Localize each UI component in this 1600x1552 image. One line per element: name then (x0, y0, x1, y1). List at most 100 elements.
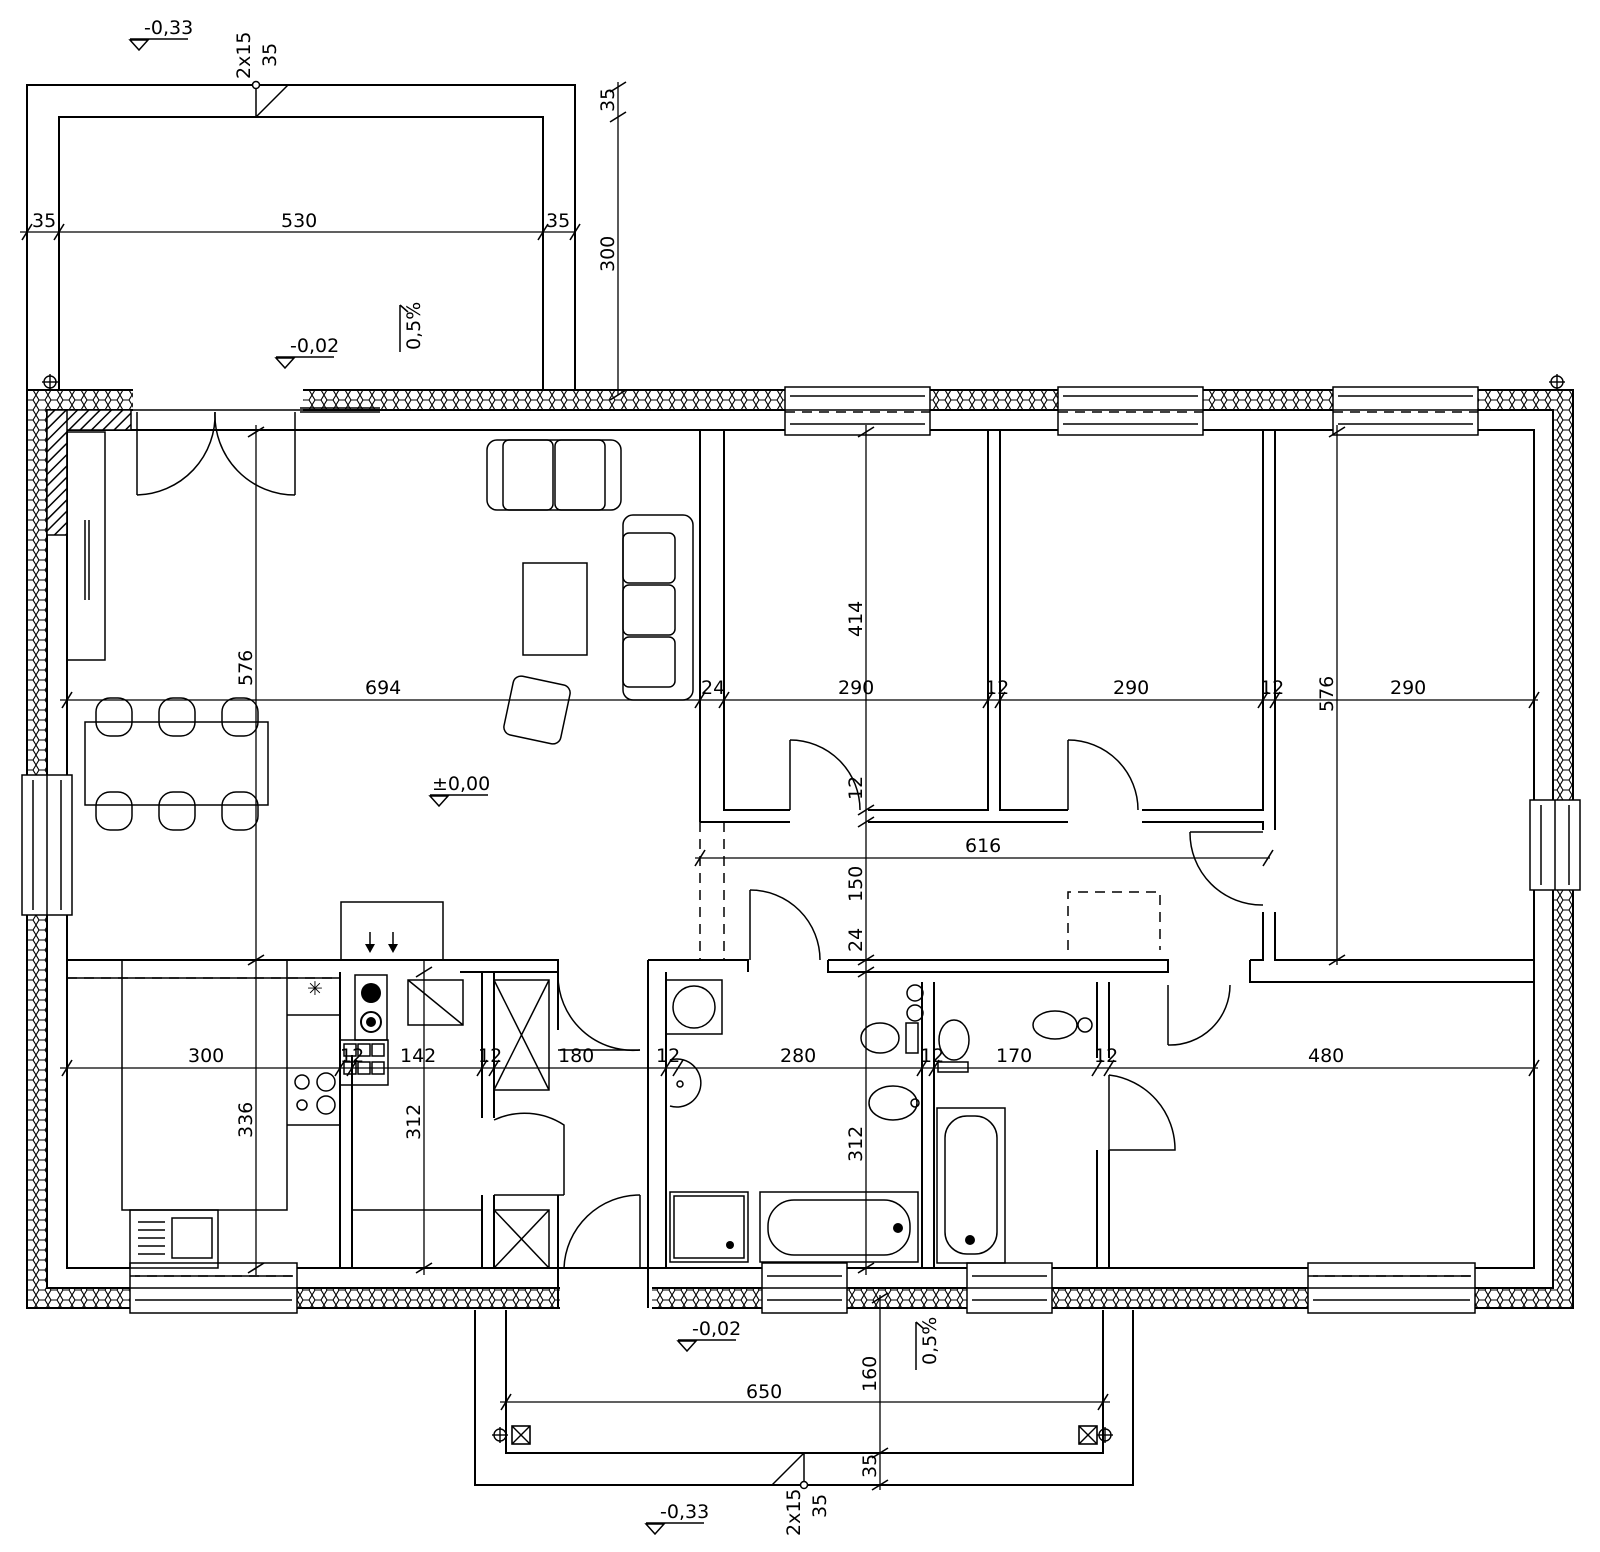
step-bottom: 2x15 35 (783, 1488, 831, 1536)
dim-pantry-depth-312: 312 (403, 1104, 425, 1140)
column-left (511, 1425, 531, 1445)
dim-pantry-12: 12 (340, 1045, 364, 1067)
washbasin (669, 1058, 702, 1108)
washbasin-2 (1032, 1010, 1093, 1040)
door-boiler (563, 1194, 641, 1269)
dim-room-a: 290 (838, 677, 874, 699)
chimney-arrows (340, 901, 444, 961)
furniture: ✳ (84, 439, 1093, 1269)
dim-hall-616: 616 (965, 835, 1001, 857)
dim-wc-170: 170 (996, 1045, 1032, 1067)
window-bottom-1 (129, 1262, 298, 1314)
dim-porch-bottom-edge: 35 (859, 1454, 881, 1478)
slope-bottom: 0,5% (915, 1317, 941, 1370)
dim-bath-depth-312: 312 (845, 1126, 867, 1162)
dim-partition-12a: 12 (985, 677, 1009, 699)
bathtub-2 (936, 1107, 1006, 1264)
windows (21, 386, 1581, 1314)
dim-kitchen-300: 300 (188, 1045, 224, 1067)
toilet-1 (860, 1022, 919, 1054)
door-bedroom-2 (1067, 739, 1139, 811)
dim-right-depth-576: 576 (1316, 676, 1338, 712)
level-bottom-terrain-text: -0,33 (660, 1501, 709, 1523)
level-triangle-icon (274, 357, 296, 370)
dim-porch-top-span: 530 (281, 210, 317, 232)
dim-porch-top-left-wall: 35 (32, 210, 56, 232)
coffee-table (522, 562, 588, 656)
step-top-depth: 35 (259, 43, 281, 67)
level-top-porch-text: -0,02 (290, 335, 339, 357)
dim-porch-bottom-span: 650 (746, 1381, 782, 1403)
slope-top: 0,5% (399, 302, 425, 352)
toilet-2 (906, 984, 970, 1073)
bidet (868, 1085, 920, 1121)
cooktop (294, 1072, 336, 1115)
dim-stair-180: 180 (558, 1045, 594, 1067)
step-top-size: 2x15 (233, 31, 255, 79)
window-bottom-2 (761, 1262, 848, 1314)
step-top: 2x15 35 (233, 31, 281, 79)
level-triangle-icon (644, 1523, 666, 1536)
dim-room-c: 290 (1390, 677, 1426, 699)
door-bedroom-1 (789, 739, 861, 811)
level-bottom-porch-text: -0,02 (692, 1318, 741, 1340)
dashed-guides (67, 411, 1478, 1277)
dining-table (84, 697, 269, 831)
step-marker-icon (799, 1480, 809, 1490)
entrance-double-door (136, 411, 296, 496)
dim-porch-bottom-depth: 160 (859, 1356, 881, 1392)
level-floor: ±0,00 (428, 773, 490, 808)
interior-walls (46, 409, 1534, 1288)
sofa-side (622, 514, 694, 701)
shower (669, 1191, 749, 1263)
dim-hall-depth-150: 150 (845, 866, 867, 902)
axis-crosshair-icon (1549, 374, 1565, 390)
level-top-terrain: -0,33 (128, 17, 193, 52)
dim-bedroom-depth: 414 (845, 601, 867, 637)
dim-porch-top-edge: 35 (597, 88, 619, 112)
level-markers: -0,33 -0,02 ±0,00 -0,02 -0,33 0,5% (128, 17, 941, 1536)
doors (136, 411, 1264, 1269)
column-right (1078, 1425, 1098, 1445)
dim-wc-12: 12 (920, 1045, 944, 1067)
level-floor-text: ±0,00 (432, 773, 490, 795)
window-top-3 (1332, 386, 1479, 436)
dim-pantry-142: 142 (400, 1045, 436, 1067)
dim-porch-top-depth: 300 (597, 236, 619, 272)
washing-machine (665, 979, 723, 1035)
dim-stair-12: 12 (478, 1045, 502, 1067)
window-top-2 (1057, 386, 1204, 436)
exterior-wall (26, 389, 1574, 1310)
storage-box-2 (493, 1209, 550, 1269)
slope-top-text: 0,5% (403, 302, 425, 350)
level-bottom-terrain: -0,33 (644, 1501, 709, 1536)
door-bath (749, 889, 821, 961)
dim-partition-24: 24 (701, 677, 725, 699)
dim-porch-top-right-wall: 35 (546, 210, 570, 232)
storage-box-1 (493, 979, 550, 1091)
level-triangle-icon (128, 39, 150, 52)
door-wc (1167, 984, 1231, 1046)
level-triangle-icon (676, 1340, 698, 1353)
sofa (486, 439, 622, 511)
window-right (1529, 799, 1581, 891)
door-bedroom-4 (1108, 1074, 1176, 1151)
armchair (503, 675, 571, 745)
window-left (21, 774, 73, 916)
axis-crosshair-icon (42, 374, 58, 390)
dim-bath-12: 12 (656, 1045, 680, 1067)
dim-bed-12: 12 (1094, 1045, 1118, 1067)
level-bottom-porch: -0,02 (676, 1318, 741, 1353)
light-star-icon: ✳ (307, 978, 323, 1000)
axis-crosshair-icon (492, 1427, 508, 1443)
step-bottom-size: 2x15 (783, 1488, 805, 1536)
dim-partition-24-vertical: 24 (845, 928, 867, 952)
level-triangle-icon (428, 795, 450, 808)
dimension-lines (20, 81, 1565, 1491)
porch-bottom (474, 1310, 1134, 1490)
dim-bath-280: 280 (780, 1045, 816, 1067)
dim-living-depth: 576 (235, 650, 257, 686)
door-bedroom-3 (1189, 831, 1264, 906)
dim-kitchen-depth-336: 336 (235, 1102, 257, 1138)
